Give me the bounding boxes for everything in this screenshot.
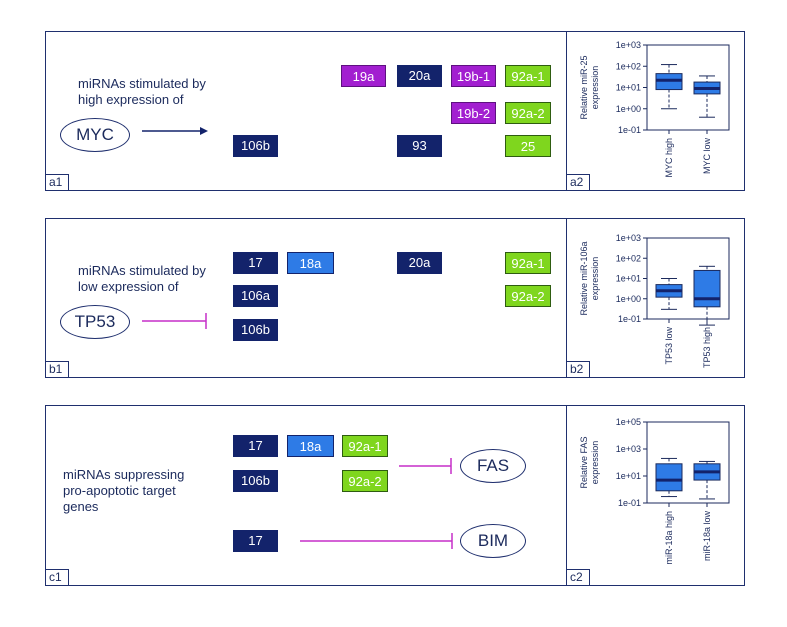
mirna-box: 106a <box>233 285 278 307</box>
mirna-box: 19b-2 <box>451 102 496 124</box>
x-tick-label: MYC high <box>664 138 674 178</box>
description-line: miRNAs stimulated by <box>78 263 206 278</box>
description-line: pro-apoptotic target <box>63 483 176 498</box>
panel-c1: miRNAs suppressing pro-apoptotic target … <box>45 405 567 586</box>
gene-fas: FAS <box>460 449 526 483</box>
mirna-box: 92a-1 <box>505 65 551 87</box>
y-tick-label: 1e+02 <box>616 61 641 71</box>
panel-label: c2 <box>566 569 590 586</box>
inhibition-line <box>399 458 452 474</box>
y-tick-label: 1e+00 <box>616 104 641 114</box>
mirna-box: 25 <box>505 135 551 157</box>
description-line: miRNAs stimulated by <box>78 76 206 91</box>
plot-frame <box>646 421 730 504</box>
y-tick-label: 1e-01 <box>618 125 641 135</box>
panel-label: a2 <box>566 174 590 191</box>
mirna-box: 92a-1 <box>342 435 388 457</box>
y-tick-label: 1e+01 <box>616 83 641 93</box>
panel-label: c1 <box>45 569 69 586</box>
box <box>693 269 721 308</box>
description-line: low expression of <box>78 279 179 294</box>
panel-label: b1 <box>45 361 69 378</box>
mirna-box: 18a <box>287 435 334 457</box>
panel-a1: miRNAs stimulated by high expression of … <box>45 31 567 191</box>
mirna-box: 106b <box>233 470 278 492</box>
mirna-box: 93 <box>397 135 442 157</box>
panel-c-description: miRNAs suppressing pro-apoptotic target … <box>63 467 184 515</box>
panel-b1: miRNAs stimulated by low expression of T… <box>45 218 567 378</box>
x-tick-label: TP53 high <box>702 327 712 368</box>
mirna-box: 17 <box>233 530 278 552</box>
y-axis-label: expression <box>590 66 600 110</box>
box <box>655 463 683 492</box>
y-tick-label: 1e-01 <box>618 314 641 324</box>
gene-tp53: TP53 <box>60 305 130 339</box>
mirna-box: 17 <box>233 252 278 274</box>
x-tick-label: MYC low <box>702 138 712 175</box>
panel-a-description: miRNAs stimulated by high expression of <box>78 76 206 108</box>
mirna-box: 18a <box>287 252 334 274</box>
gene-bim: BIM <box>460 524 526 558</box>
mirna-box: 106b <box>233 135 278 157</box>
description-line: genes <box>63 499 99 514</box>
y-axis-label: Relative FAS <box>579 436 589 488</box>
x-tick-label: miR-18a low <box>702 511 712 562</box>
y-tick-label: 1e+03 <box>616 40 641 50</box>
x-tick-label: TP53 low <box>664 327 674 365</box>
mirna-box: 106b <box>233 319 278 341</box>
y-axis-label: Relative miR-25 <box>579 55 589 119</box>
y-tick-label: 1e+02 <box>616 253 641 263</box>
y-tick-label: 1e+03 <box>616 233 641 243</box>
y-axis-label: expression <box>590 441 600 485</box>
y-tick-label: 1e+01 <box>616 471 641 481</box>
panel-label: a1 <box>45 174 69 191</box>
mirna-box: 20a <box>397 65 442 87</box>
activation-arrow <box>142 127 208 135</box>
y-tick-label: 1e+00 <box>616 294 641 304</box>
y-tick-label: 1e+03 <box>616 444 641 454</box>
y-axis-label: Relative miR-106a <box>579 241 589 315</box>
gene-myc: MYC <box>60 118 130 152</box>
mirna-box: 19b-1 <box>451 65 496 87</box>
inhibition-line <box>300 533 453 549</box>
mirna-box: 92a-1 <box>505 252 551 274</box>
panel-b-description: miRNAs stimulated by low expression of <box>78 263 206 295</box>
y-tick-label: 1e+05 <box>616 417 641 427</box>
inhibition-line <box>142 313 207 329</box>
y-tick-label: 1e+01 <box>616 274 641 284</box>
mirna-box: 92a-2 <box>342 470 388 492</box>
mirna-box: 19a <box>341 65 386 87</box>
mirna-box: 92a-2 <box>505 102 551 124</box>
y-tick-label: 1e-01 <box>618 498 641 508</box>
description-line: high expression of <box>78 92 184 107</box>
x-tick-label: miR-18a high <box>664 511 674 565</box>
description-line: miRNAs suppressing <box>63 467 185 482</box>
mirna-box: 17 <box>233 435 278 457</box>
y-axis-label: expression <box>590 257 600 301</box>
panel-label: b2 <box>566 361 590 378</box>
mirna-box: 20a <box>397 252 442 274</box>
mirna-box: 92a-2 <box>505 285 551 307</box>
